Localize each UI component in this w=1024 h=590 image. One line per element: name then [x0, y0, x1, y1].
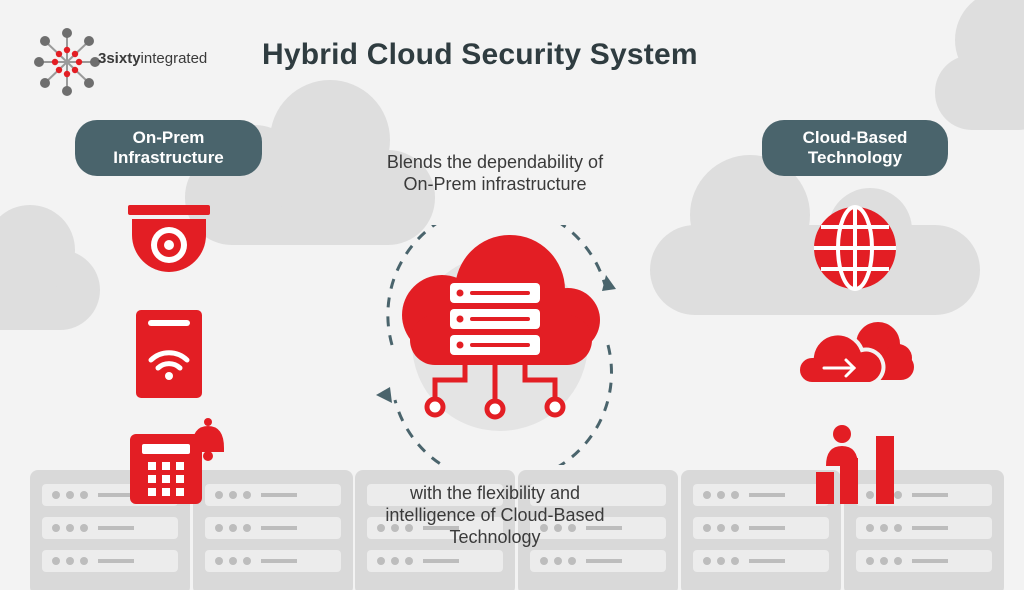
card-reader-icon: [136, 310, 202, 398]
arrow-head-icon: [602, 275, 616, 291]
cloud-server-icon: [402, 235, 600, 420]
hub-graphic: [376, 225, 616, 465]
globe-icon: [814, 205, 896, 291]
cloud-shape: [0, 205, 100, 330]
bottom-caption: with the flexibility and intelligence of…: [385, 483, 605, 547]
logo-brand: 3sixty: [98, 50, 141, 67]
rack: [681, 470, 841, 590]
rack: [355, 470, 515, 590]
top-caption: Blends the dependability of On-Prem infr…: [386, 152, 604, 194]
arrow-head-icon: [376, 387, 392, 403]
rack: [193, 470, 353, 590]
cloud-transfer-icon: [798, 322, 914, 386]
background-clouds: [0, 0, 1024, 330]
bell-icon: [192, 418, 224, 461]
page-title: Hybrid Cloud Security System: [262, 38, 698, 71]
alarm-keypad-icon: [130, 418, 224, 504]
on-prem-pill: On-Prem Infrastructure: [75, 120, 262, 176]
cloud-shape: [935, 0, 1024, 130]
analytics-icon: [816, 425, 894, 504]
rack: [518, 470, 678, 590]
logo-mark-icon: [34, 28, 100, 96]
logo-wordmark: 3sixtyintegrated: [98, 50, 207, 67]
cloud-based-pill: Cloud-Based Technology: [762, 120, 948, 176]
cycle-arc-bottom: [393, 344, 613, 465]
dome-camera-icon: [128, 205, 210, 272]
logo-suffix: integrated: [140, 50, 208, 67]
